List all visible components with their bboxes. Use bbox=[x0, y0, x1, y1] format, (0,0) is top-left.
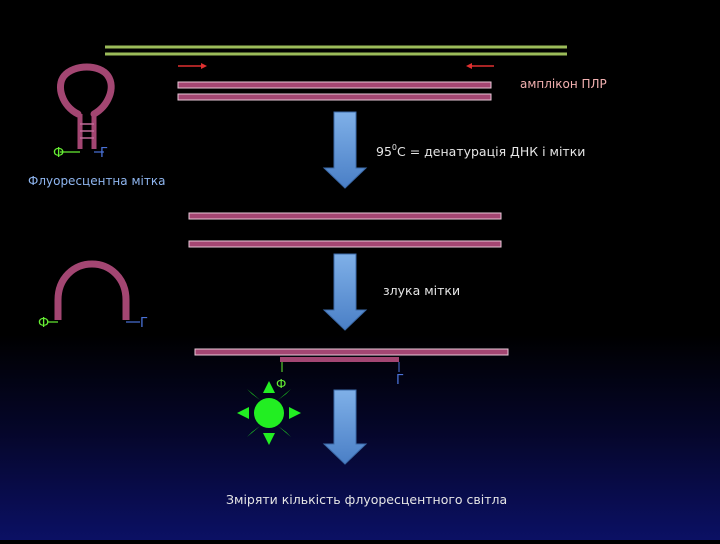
process-arrow-1 bbox=[324, 112, 366, 188]
primer-reverse bbox=[466, 63, 494, 69]
quencher-marker-1: Г bbox=[100, 146, 108, 161]
hairpin-probe-closed bbox=[60, 67, 111, 152]
denaturation-text: C = денатурація ДНК і мітки bbox=[397, 144, 585, 159]
target-strand bbox=[195, 349, 508, 355]
fluorophore-marker-2: Ф bbox=[38, 316, 49, 331]
measure-step-label: Зміряти кількість флуоресцентного світла bbox=[226, 492, 507, 507]
process-arrow-2 bbox=[324, 254, 366, 330]
fluorescent-probe-label: Флуоресцентна мітка bbox=[28, 174, 165, 188]
primer-forward bbox=[178, 63, 207, 69]
amplicon-strand-1 bbox=[178, 82, 491, 88]
amplicon-template-lines bbox=[105, 47, 567, 54]
denaturation-step-label: 950C = денатурація ДНК і мітки bbox=[376, 144, 585, 159]
denatured-strand-2 bbox=[189, 241, 501, 247]
open-probe bbox=[48, 264, 140, 322]
process-arrow-3 bbox=[324, 390, 366, 464]
quencher-marker-2: Г bbox=[140, 316, 148, 331]
fluorophore-marker-1: Ф bbox=[53, 146, 64, 161]
annealing-step-label: злука мітки bbox=[383, 283, 460, 298]
bound-probe bbox=[280, 357, 399, 362]
quencher-marker-3: Г bbox=[396, 373, 404, 388]
denatured-strand-1 bbox=[189, 213, 501, 219]
temperature-value: 95 bbox=[376, 144, 392, 159]
amplicon-label: амплікон ПЛР bbox=[520, 77, 607, 91]
amplicon-strand-2 bbox=[178, 94, 491, 100]
fluorescence-glow-icon bbox=[237, 381, 301, 445]
fluorophore-marker-3: Ф bbox=[276, 377, 286, 391]
